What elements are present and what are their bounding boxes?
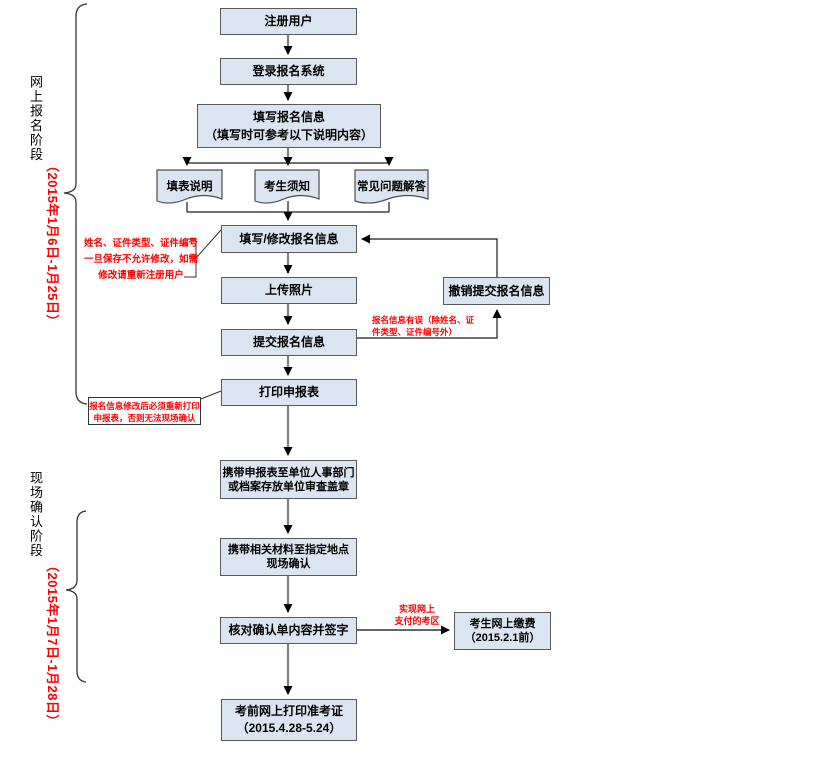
node-verify-and-sign: 核对确认单内容并签字 <box>220 617 357 644</box>
document-shape-form-instructions <box>156 169 223 204</box>
node-onsite-confirmation: 携带相关材料至指定地点 现场确认 <box>220 538 357 576</box>
node-login-system: 登录报名系统 <box>220 58 357 85</box>
node-submit-info: 提交报名信息 <box>221 329 357 356</box>
node-fill-modify-info: 填写/修改报名信息 <box>221 225 357 253</box>
annotation-online-pay-regions: 实现网上 支付的考区 <box>394 604 440 626</box>
document-shape-candidate-notice <box>254 169 320 204</box>
document-label-faq: 常见问题解答 <box>357 181 426 193</box>
stage-label-onsite: 现场确认阶段 <box>28 471 43 558</box>
node-print-application-form: 打印申报表 <box>221 379 357 406</box>
stage-date-onsite: （2015年1月7日-1月28日） <box>45 559 60 728</box>
node-stamp-review: 携带申报表至单位人事部门 或档案存放单位审查盖章 <box>220 460 357 499</box>
stage-label-online: 网上报名阶段 <box>28 75 43 162</box>
annotation-info-error: 报名信息有误（除姓名、证 件类型、证件编号外） <box>372 315 475 337</box>
node-upload-photo: 上传照片 <box>221 277 357 304</box>
annotation-reprint-required: 报名信息修改后必须重新打印 申报表，否则无法现场确认 <box>88 397 201 425</box>
node-pay-online: 考生网上缴费 （2015.2.1前） <box>454 612 551 650</box>
stage-date-online: （2015年1月6日-1月25日） <box>45 159 60 328</box>
annotation-modify-restriction: 姓名、证件类型、证件编号 一旦保存不允许修改，如需 修改请重新注册用户 <box>84 238 199 281</box>
node-fill-info: 填写报名信息 （填写时可参考以下说明内容） <box>197 104 381 148</box>
annotation-callout-lines <box>184 229 222 400</box>
node-register-user: 注册用户 <box>220 8 357 35</box>
document-label-candidate-notice: 考生须知 <box>264 181 310 193</box>
document-shape-faq <box>354 169 429 204</box>
stage-brace-online <box>63 3 88 405</box>
document-label-form-instructions: 填表说明 <box>166 181 213 193</box>
document-split-lines <box>182 157 394 221</box>
stage-brace-onsite <box>65 510 87 683</box>
node-cancel-submission: 撤销提交报名信息 <box>443 277 550 305</box>
node-print-admission-ticket: 考前网上打印准考证 （2015.4.28-5.24） <box>221 699 357 741</box>
cancel-loop-arrows <box>357 234 502 339</box>
